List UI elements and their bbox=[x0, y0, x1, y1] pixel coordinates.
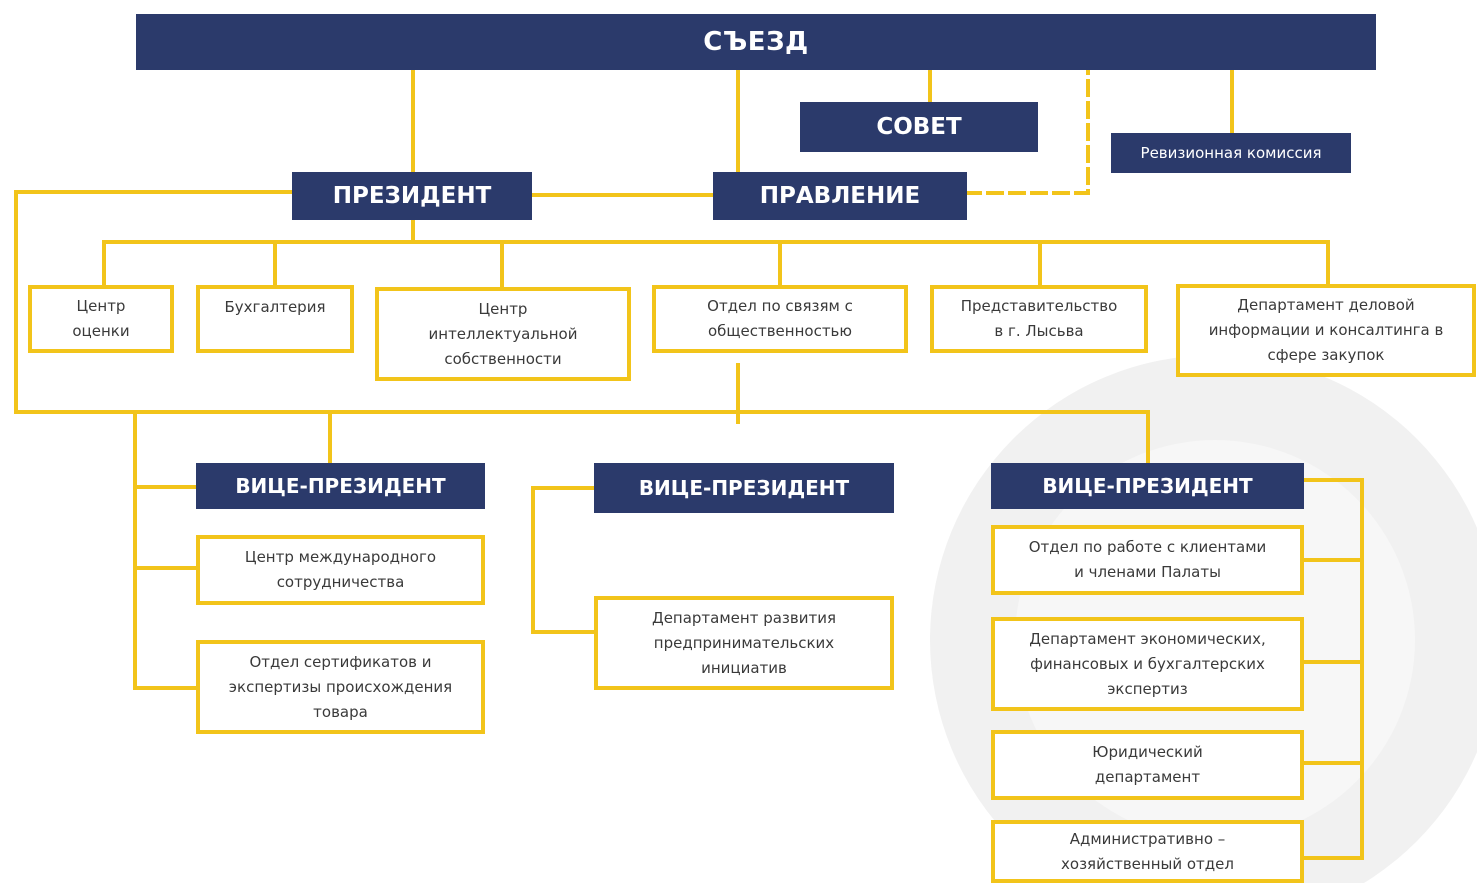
dept-box-lysva-office: Представительство в г. Лысьва bbox=[930, 285, 1148, 353]
council-box: СОВЕТ bbox=[800, 102, 1038, 152]
president-box: ПРЕЗИДЕНТ bbox=[292, 172, 532, 220]
vp-left-unit-international: Центр международного сотрудничества bbox=[196, 535, 485, 605]
vp-left-box: ВИЦЕ-ПРЕЗИДЕНТ bbox=[196, 463, 485, 509]
vp-right-unit-clients: Отдел по работе с клиентами и членами Па… bbox=[991, 525, 1304, 595]
audit-commission-box: Ревизионная комиссия bbox=[1111, 133, 1351, 173]
vp-right-box: ВИЦЕ-ПРЕЗИДЕНТ bbox=[991, 463, 1304, 509]
vp-right-unit-admin: Административно – хозяйственный отдел bbox=[991, 820, 1304, 883]
line-center-bracket bbox=[531, 486, 596, 634]
dept-box-valuation-center: Центр оценки bbox=[28, 285, 174, 353]
board-box: ПРАВЛЕНИЕ bbox=[713, 172, 967, 220]
dept-box-ip-center: Центр интеллектуальной собственности bbox=[375, 287, 631, 381]
line-outer-loop bbox=[14, 190, 1150, 465]
dept-box-accounting: Бухгалтерия bbox=[196, 285, 354, 353]
vp-right-unit-legal: Юридический департамент bbox=[991, 730, 1304, 800]
vp-center-unit-entrepreneurship: Департамент развития предпринимательских… bbox=[594, 596, 894, 690]
vp-right-unit-economic-expertise: Департамент экономических, финансовых и … bbox=[991, 617, 1304, 711]
vp-left-unit-certificates: Отдел сертификатов и экспертизы происхож… bbox=[196, 640, 485, 734]
vp-center-box: ВИЦЕ-ПРЕЗИДЕНТ bbox=[594, 463, 894, 513]
dept-box-procurement-consulting: Департамент деловой информации и консалт… bbox=[1176, 284, 1476, 377]
congress-box: СЪЕЗД bbox=[136, 14, 1376, 70]
dept-box-public-relations: Отдел по связям с общественностью bbox=[652, 285, 908, 353]
line-board-audit-dashed bbox=[964, 68, 1090, 195]
